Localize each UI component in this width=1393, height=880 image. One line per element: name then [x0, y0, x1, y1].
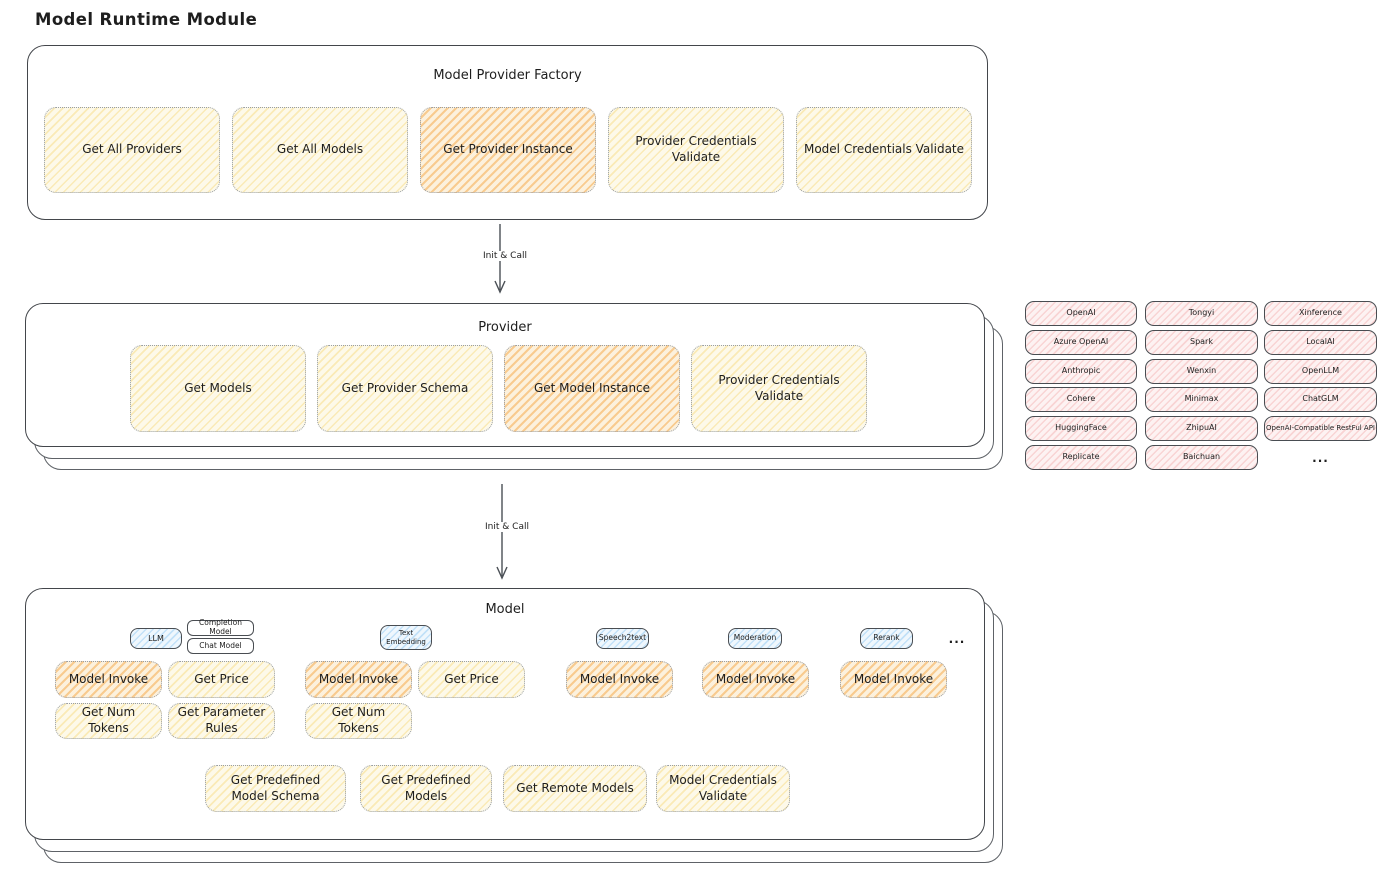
provider-chip-zhipuai: ZhipuAI: [1145, 416, 1258, 441]
model-title: Model: [485, 602, 525, 617]
model-op-get-num-tokens-embedding: Get Num Tokens: [305, 703, 412, 739]
model-op-model-credentials-validate: Model Credentials Validate: [656, 765, 790, 812]
model-op-get-parameter-rules: Get Parameter Rules: [168, 703, 275, 739]
provider-chip-baichuan: Baichuan: [1145, 445, 1258, 470]
provider-chip-chatglm: ChatGLM: [1264, 387, 1377, 412]
model-op-invoke-speech2text: Model Invoke: [566, 661, 673, 698]
factory-op-provider-credentials-validate: Provider Credentials Validate: [608, 107, 784, 193]
page-title: Model Runtime Module: [35, 10, 258, 29]
model-op-invoke-llm: Model Invoke: [55, 661, 162, 698]
model-tab-moderation: Moderation: [728, 628, 782, 649]
model-tab-completion-model: Completion Model: [187, 619, 254, 636]
down-arrow-icon: [496, 484, 508, 580]
factory-op-model-credentials-validate: Model Credentials Validate: [796, 107, 972, 193]
providers-more-ellipsis: ...: [1312, 450, 1329, 465]
factory-op-get-all-models: Get All Models: [232, 107, 408, 193]
provider-op-get-provider-schema: Get Provider Schema: [317, 345, 493, 432]
provider-chip-openai: OpenAI: [1025, 301, 1137, 326]
provider-chip-openai-compatible: OpenAI-Compatible RestFul API: [1264, 416, 1377, 441]
factory-op-get-all-providers: Get All Providers: [44, 107, 220, 193]
provider-chip-anthropic: Anthropic: [1025, 359, 1137, 384]
provider-chip-openllm: OpenLLM: [1264, 359, 1377, 384]
model-op-get-remote-models: Get Remote Models: [503, 765, 647, 812]
factory-title: Model Provider Factory: [433, 68, 582, 83]
model-op-get-predefined-models: Get Predefined Models: [360, 765, 492, 812]
provider-chip-spark: Spark: [1145, 330, 1258, 355]
model-op-invoke-rerank: Model Invoke: [840, 661, 947, 698]
provider-chip-azure-openai: Azure OpenAI: [1025, 330, 1137, 355]
provider-op-get-models: Get Models: [130, 345, 306, 432]
provider-chip-tongyi: Tongyi: [1145, 301, 1258, 326]
provider-chip-huggingface: HuggingFace: [1025, 416, 1137, 441]
provider-title: Provider: [478, 320, 532, 335]
provider-chip-cohere: Cohere: [1025, 387, 1137, 412]
provider-chip-xinference: Xinference: [1264, 301, 1377, 326]
model-tabs-more-ellipsis: ...: [948, 631, 966, 646]
provider-op-provider-credentials-validate: Provider Credentials Validate: [691, 345, 867, 432]
model-tab-llm: LLM: [130, 628, 182, 649]
model-op-get-price-embedding: Get Price: [418, 661, 525, 698]
model-tab-rerank: Rerank: [860, 628, 913, 649]
provider-chip-minimax: Minimax: [1145, 387, 1258, 412]
model-tab-text-embedding: Text Embedding: [380, 625, 432, 650]
model-op-get-num-tokens-llm: Get Num Tokens: [55, 703, 162, 739]
model-op-invoke-moderation: Model Invoke: [702, 661, 809, 698]
model-tab-speech2text: Speech2text: [596, 628, 649, 649]
model-op-get-predefined-model-schema: Get Predefined Model Schema: [205, 765, 346, 812]
arrow-label-init-call-2: Init & Call: [470, 522, 544, 532]
arrow-label-init-call-1: Init & Call: [468, 251, 542, 261]
model-tab-chat-model: Chat Model: [187, 638, 254, 654]
provider-chip-replicate: Replicate: [1025, 445, 1137, 470]
model-op-get-price-llm: Get Price: [168, 661, 275, 698]
provider-chip-localai: LocalAI: [1264, 330, 1377, 355]
model-op-invoke-embedding: Model Invoke: [305, 661, 412, 698]
factory-op-get-provider-instance: Get Provider Instance: [420, 107, 596, 193]
provider-chip-wenxin: Wenxin: [1145, 359, 1258, 384]
provider-op-get-model-instance: Get Model Instance: [504, 345, 680, 432]
